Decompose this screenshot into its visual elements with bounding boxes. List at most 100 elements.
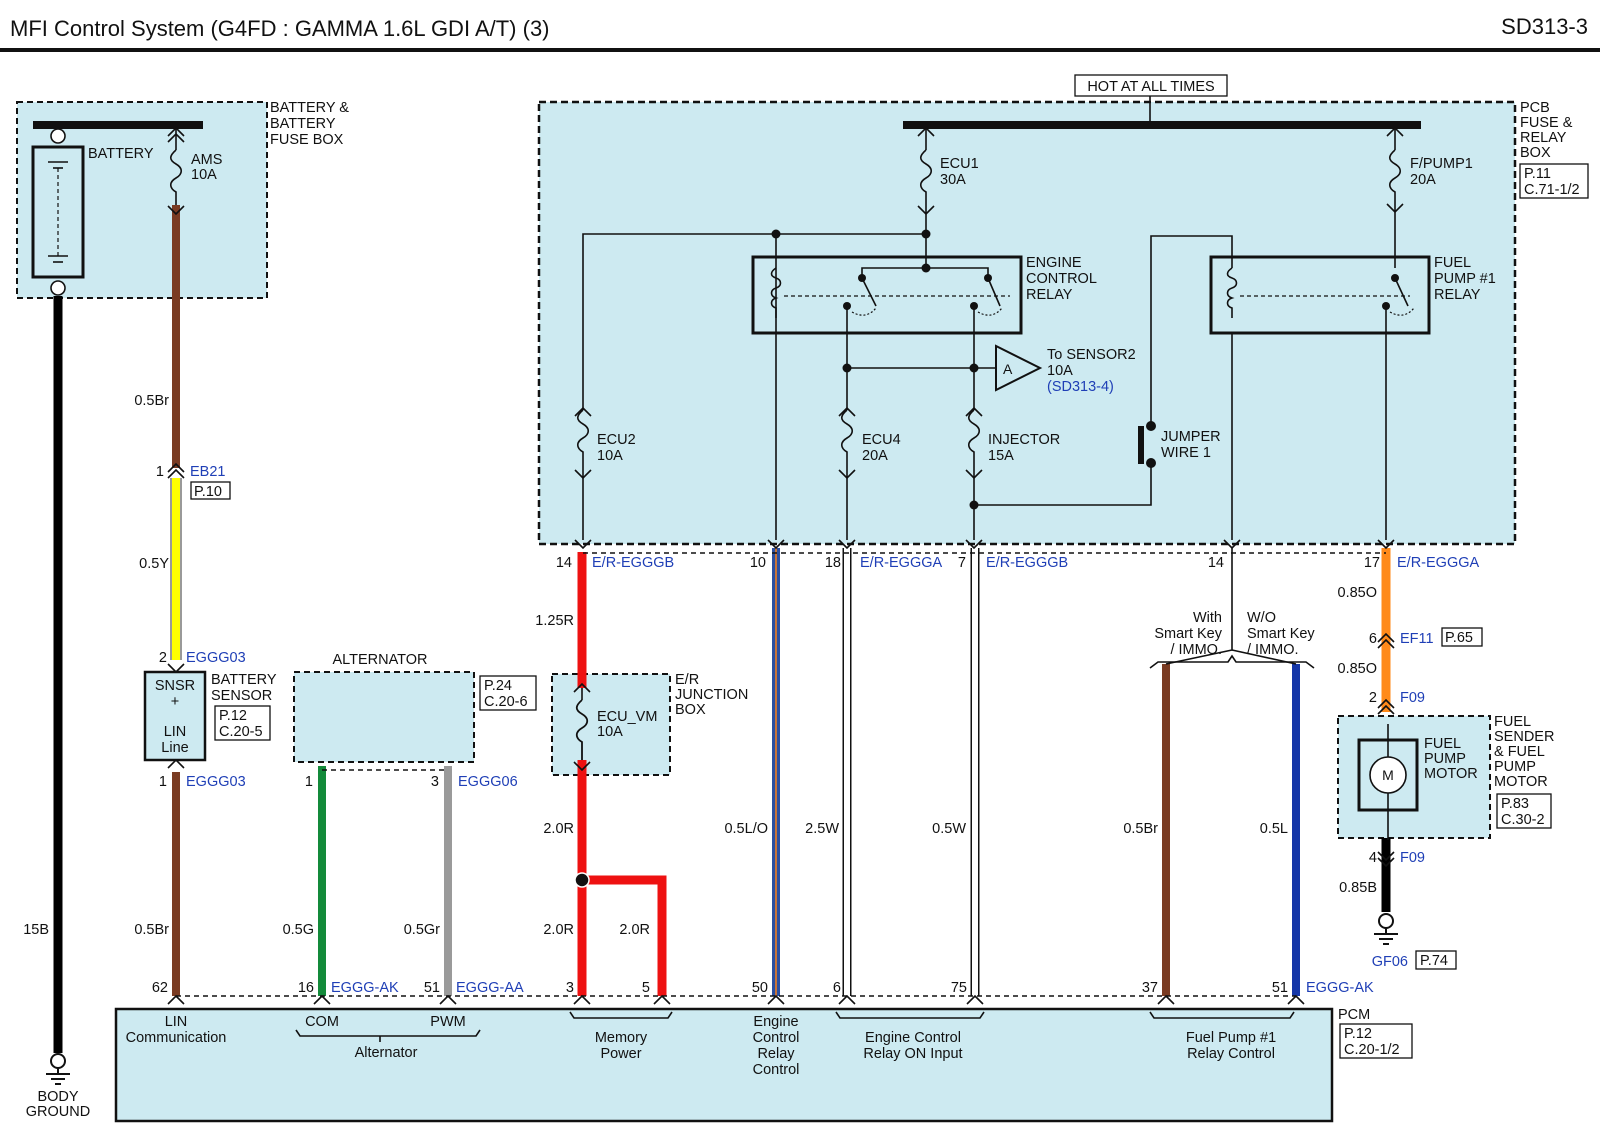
pcb-connector-3: E/R-EGGGB: [986, 555, 1068, 571]
pcm-label-ecr-on-2: Relay ON Input: [863, 1046, 962, 1062]
er-junction-title-1: E/R: [675, 672, 699, 688]
gf06-ground-eye: [1378, 913, 1394, 929]
smartkey-with-3: / IMMO.: [1170, 642, 1222, 658]
engine-relay-title-2: CONTROL: [1026, 271, 1097, 287]
chevron-f09-bot: [1377, 851, 1395, 868]
wire-label-05y: 0.5Y: [139, 556, 169, 572]
wire-label-20r-b: 2.0R: [543, 922, 574, 938]
pcm-pin-51a: 51: [424, 980, 440, 996]
chevron-ef11: [1377, 632, 1395, 649]
pcm-label-fp-2: Relay Control: [1187, 1046, 1275, 1062]
pcm-ref-1: P.12: [1344, 1026, 1372, 1042]
splice-dot: [969, 363, 979, 373]
fuel-sender-ref-1: P.83: [1501, 796, 1529, 812]
pcm-ref-2: C.20-1/2: [1344, 1042, 1400, 1058]
wire-label-05g: 0.5G: [283, 922, 314, 938]
f09-bottom-name: F09: [1400, 850, 1425, 866]
pcb-pin-14a: 14: [556, 555, 572, 571]
battery-bus-bar: [33, 121, 203, 129]
sensor-inner-4: Line: [161, 740, 188, 756]
pcm-label-ecrc-1: Engine: [753, 1014, 798, 1030]
fuel-relay-arc: [1389, 307, 1415, 316]
pcb-pin-14b: 14: [1208, 555, 1224, 571]
pcm-pin-62: 62: [152, 980, 168, 996]
pcm-pin-75: 75: [951, 980, 967, 996]
battery-bottom-terminal: [50, 280, 66, 296]
gf06-ref: P.74: [1420, 953, 1448, 969]
pcb-title-2: FUSE &: [1520, 115, 1573, 131]
chevron-pcb-17: [1377, 539, 1395, 550]
page-id: SD313-3: [1501, 14, 1588, 39]
wire-label-05w: 0.5W: [932, 821, 966, 837]
splice-dot: [970, 302, 978, 310]
hot-label: HOT AT ALL TIMES: [1087, 79, 1214, 95]
body-ground-icon: [46, 1053, 70, 1085]
jumper-title-2: WIRE 1: [1161, 445, 1211, 461]
f09-top-name: F09: [1400, 690, 1425, 706]
ref-box-pcm: [1339, 1023, 1413, 1059]
wire-label-15b: 15B: [23, 922, 49, 938]
wire-label-085o-a: 0.85O: [1338, 585, 1378, 601]
fuse-injector-rating: 15A: [988, 448, 1014, 464]
fuse-ecu2-name: ECU2: [597, 432, 636, 448]
sensor-title-2: SENSOR: [211, 688, 272, 704]
chevron-pcb-7: [965, 539, 983, 550]
sensor2-triangle-icon: [995, 344, 1043, 392]
alt-com-pin: 1: [305, 774, 313, 790]
egg06-name: EGGG06: [458, 774, 518, 790]
fuse-ecu4-name: ECU4: [862, 432, 901, 448]
pcb-title-3: RELAY: [1520, 130, 1567, 146]
alternator-title: ALTERNATOR: [332, 652, 427, 668]
splice-dot: [1146, 421, 1156, 431]
smartkey-with-2: Smart Key: [1154, 626, 1222, 642]
module-boxes: [16, 100, 1517, 1123]
ref-box-fuel-sender: [1496, 793, 1552, 829]
pcm-label-alternator: Alternator: [355, 1045, 418, 1061]
battery-box-title-3: FUSE BOX: [270, 132, 344, 148]
engine-relay-arc-2: [977, 307, 1003, 316]
wire-20r-branch: [582, 875, 667, 996]
chevron-pcb-10: [767, 539, 785, 550]
chevron-pcb-18: [838, 539, 856, 550]
sensor-ref-2: C.20-5: [219, 724, 263, 740]
pcm-pin-50: 50: [752, 980, 768, 996]
pcm-connector-16: EGGG-AK: [331, 980, 399, 996]
egg06-pin: 3: [431, 774, 439, 790]
fuse-ecu4-rating: 20A: [862, 448, 888, 464]
fuse-injector-name: INJECTOR: [988, 432, 1060, 448]
pcm-label-memory-2: Power: [600, 1046, 641, 1062]
sensor2-link[interactable]: (SD313-4): [1047, 379, 1114, 395]
jumper-path-line: [974, 463, 1152, 506]
smartkey-without-1: W/O: [1247, 610, 1276, 626]
sensor-title-1: BATTERY: [211, 672, 277, 688]
body-ground-label-1: BODY: [37, 1089, 78, 1105]
battery-symbol: [31, 128, 85, 296]
fuse-ecuvm: [575, 699, 589, 760]
engine-relay-title-1: ENGINE: [1026, 255, 1082, 271]
pcm-bracket-alternator: [295, 1029, 481, 1042]
egg03-top-name: EGGG03: [186, 650, 246, 666]
ref-box-eb21: [190, 481, 231, 500]
fuel-relay-title-1: FUEL: [1434, 255, 1471, 271]
wire-label-25w: 2.5W: [805, 821, 839, 837]
pcb-title-1: PCB: [1520, 100, 1550, 116]
egg03-bottom-name: EGGG03: [186, 774, 246, 790]
ref-box-gf06: [1415, 950, 1457, 970]
pcm-label-lin-2: Communication: [126, 1030, 227, 1046]
chevron-egg03-bot: [167, 758, 185, 769]
splice-dot: [921, 263, 931, 273]
er-junction-box: [551, 673, 671, 776]
pcb-ref-2: C.71-1/2: [1524, 182, 1580, 198]
ecuvm-rating: 10A: [597, 724, 623, 740]
eb21-ref: P.10: [194, 484, 222, 500]
fuel-relay-contact: [1394, 277, 1409, 307]
fuel-relay-title-2: PUMP #1: [1434, 271, 1496, 287]
fuse-ecu1-rating: 30A: [940, 172, 966, 188]
fuses: [169, 149, 1402, 760]
splice-dot: [858, 274, 866, 282]
gf06-ground-icon: [1374, 913, 1398, 945]
ref-box-battery-sensor: [214, 705, 271, 741]
pcm-title: PCM: [1338, 1007, 1370, 1023]
fuel-motor-inner-3: MOTOR: [1424, 766, 1478, 782]
pcm-label-com: COM: [305, 1014, 339, 1030]
